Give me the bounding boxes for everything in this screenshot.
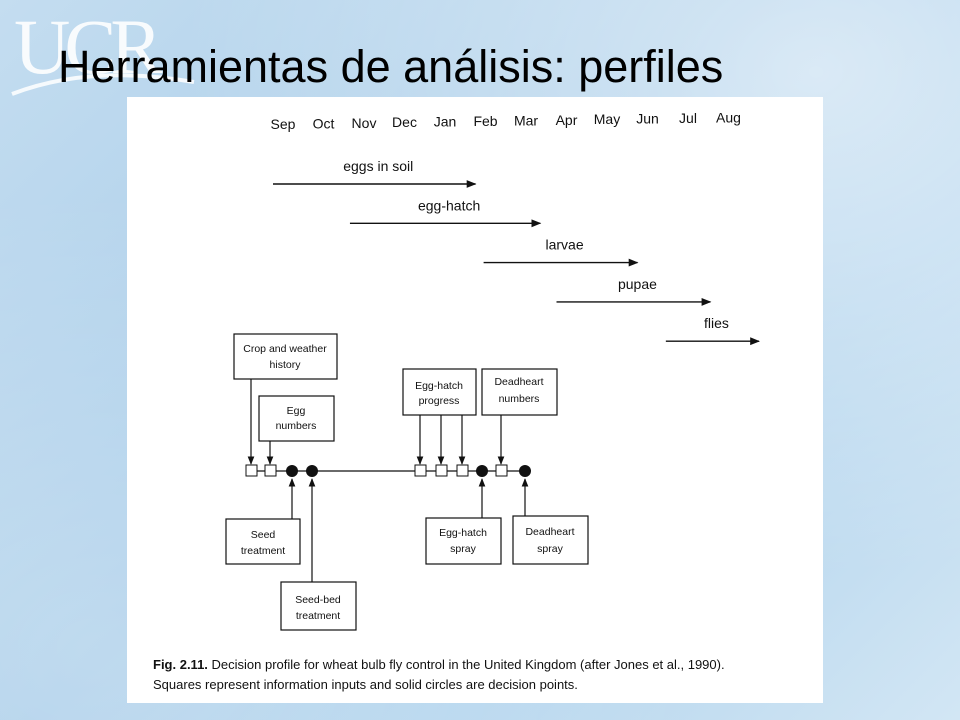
deadheart-spray-label-1: Deadheart bbox=[525, 526, 574, 538]
seed-treatment-label-2: treatment bbox=[241, 545, 285, 557]
seed-treatment-box bbox=[225, 518, 301, 565]
slide-title: Herramientas de análisis: perfiles bbox=[58, 41, 724, 92]
seedbed-treatment-box bbox=[280, 581, 357, 631]
egg-hatch-progress-label-1: Egg-hatch bbox=[415, 380, 463, 392]
crop-weather-label-1: Crop and weather bbox=[243, 343, 327, 355]
stage-label: eggs in soil bbox=[343, 158, 413, 174]
egg-hatch-spray-box bbox=[425, 517, 502, 565]
decision-point bbox=[286, 465, 298, 477]
month-label: Nov bbox=[352, 115, 377, 131]
deadheart-numbers-label-2: numbers bbox=[499, 393, 540, 405]
egg-hatch-spray-label-1: Egg-hatch bbox=[439, 527, 487, 539]
month-label: Jul bbox=[679, 110, 697, 126]
decision-point bbox=[476, 465, 488, 477]
decision-profile-figure: Sep Oct Nov Dec Jan Feb Mar Apr May Jun Jul Aug egg… bbox=[127, 97, 823, 703]
information-inputs bbox=[245, 464, 508, 477]
figure-caption: Fig. 2.11. Decision profile for wheat bu… bbox=[153, 655, 813, 695]
deadheart-numbers-label-1: Deadheart bbox=[494, 376, 543, 388]
input-square bbox=[456, 464, 469, 477]
egg-numbers-label-1: Egg bbox=[287, 405, 306, 417]
month-label: Apr bbox=[556, 112, 578, 128]
crop-weather-label-2: history bbox=[270, 359, 302, 371]
input-square bbox=[414, 464, 427, 477]
month-label: Aug bbox=[716, 109, 741, 125]
egg-hatch-spray-label-2: spray bbox=[450, 543, 476, 555]
stage-label: egg-hatch bbox=[418, 197, 480, 213]
caption-line-1: Fig. 2.11. Decision profile for wheat bu… bbox=[153, 655, 813, 675]
egg-hatch-progress-box bbox=[402, 368, 477, 416]
decision-point bbox=[306, 465, 318, 477]
input-square bbox=[495, 464, 508, 477]
decision-profile-diagram: Sep Oct Nov Dec Jan Feb Mar Apr May Jun Jul Aug egg… bbox=[225, 109, 760, 631]
seed-treatment-label-1: Seed bbox=[251, 529, 276, 541]
logo-text: UCR bbox=[14, 3, 162, 90]
input-square bbox=[245, 464, 258, 477]
caption-text-1: Decision profile for wheat bulb fly cont… bbox=[207, 657, 725, 672]
crop-weather-history-box bbox=[233, 333, 338, 380]
month-label: Feb bbox=[473, 113, 497, 129]
month-header: Sep Oct Nov Dec Jan Feb Mar Apr May Jun Jul Aug bbox=[271, 109, 741, 132]
month-label: Dec bbox=[392, 114, 417, 130]
deadheart-spray-label-2: spray bbox=[537, 543, 563, 555]
month-label: Oct bbox=[313, 115, 335, 131]
egg-numbers-box bbox=[258, 395, 335, 442]
input-square bbox=[264, 464, 277, 477]
stage-label: flies bbox=[704, 315, 729, 331]
seedbed-treatment-label-2: treatment bbox=[296, 610, 340, 622]
caption-figure-label: Fig. 2.11. bbox=[153, 657, 208, 672]
month-label: Sep bbox=[271, 116, 296, 132]
month-label: Mar bbox=[514, 112, 538, 128]
decision-points bbox=[286, 465, 531, 477]
egg-hatch-progress-label-2: progress bbox=[419, 395, 460, 407]
ucr-logo: UCR bbox=[14, 8, 162, 86]
logo-swoosh-icon bbox=[11, 73, 195, 96]
month-label: Jun bbox=[636, 111, 659, 127]
decision-point bbox=[519, 465, 531, 477]
deadheart-numbers-box bbox=[481, 368, 558, 416]
input-square bbox=[435, 464, 448, 477]
seedbed-treatment-label-1: Seed-bed bbox=[295, 594, 341, 606]
egg-numbers-label-2: numbers bbox=[276, 420, 317, 432]
stage-label: pupae bbox=[618, 276, 657, 292]
life-stage-arrows: eggs in soil egg-hatch larvae pupae flies bbox=[273, 158, 760, 346]
month-label: Jan bbox=[434, 114, 457, 130]
caption-line-2: Squares represent information inputs and… bbox=[153, 677, 578, 692]
month-label: May bbox=[594, 111, 620, 127]
stage-label: larvae bbox=[545, 237, 583, 253]
deadheart-spray-box bbox=[512, 515, 589, 565]
